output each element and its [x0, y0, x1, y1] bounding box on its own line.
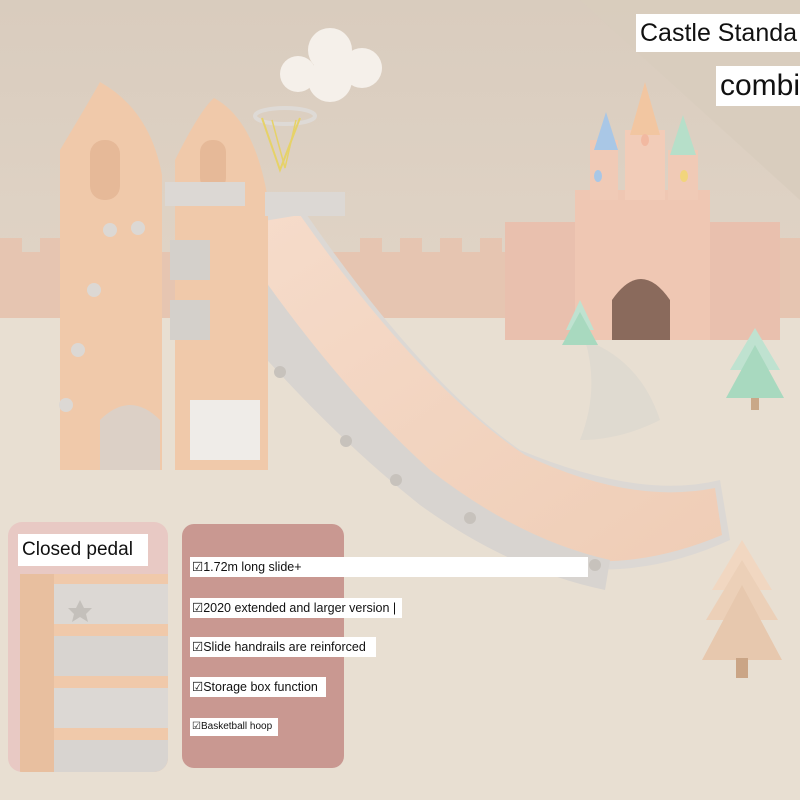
product-title: Castle Standa — [636, 14, 800, 52]
tree-mint-small — [562, 300, 598, 345]
feature-item: ☑Storage box function — [190, 677, 326, 697]
pedal-steps-image — [20, 574, 168, 772]
tree-mint — [726, 328, 784, 410]
slide-tower — [59, 82, 345, 470]
background-castle — [505, 82, 780, 440]
feature-item: ☑Basketball hoop — [190, 718, 278, 736]
closed-pedal-inset — [8, 522, 168, 772]
feature-item: ☑2020 extended and larger version | — [190, 598, 402, 618]
product-subtitle: combi — [716, 66, 800, 106]
tree-wood — [702, 540, 782, 678]
feature-item: ☑1.72m long slide+ — [190, 557, 588, 577]
feature-item: ☑Slide handrails are reinforced — [190, 637, 376, 657]
basketball-hoop — [253, 106, 317, 173]
cloud-decoration — [280, 28, 382, 102]
closed-pedal-label: Closed pedal — [18, 534, 148, 566]
